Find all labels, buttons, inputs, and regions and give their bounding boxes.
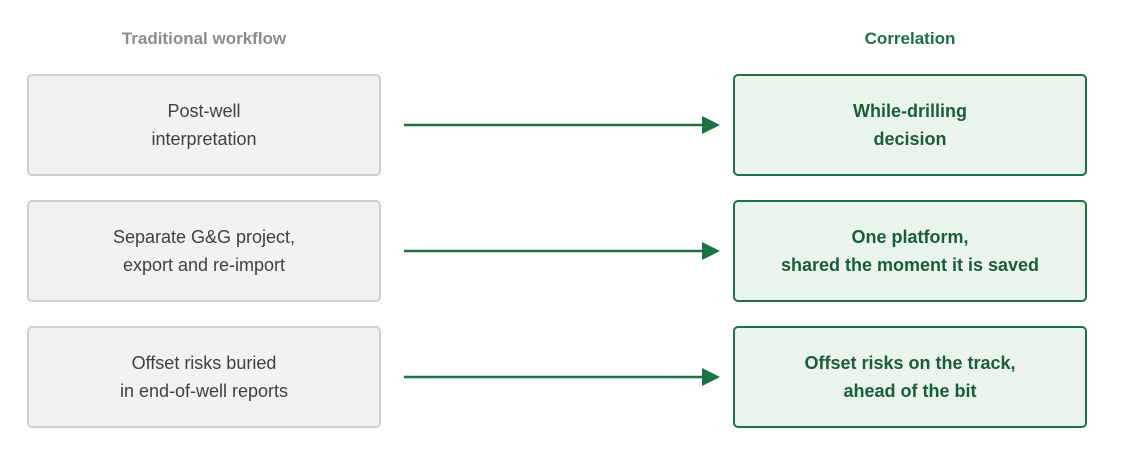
traditional-box-1: Post-well interpretation bbox=[27, 74, 381, 176]
box-line: shared the moment it is saved bbox=[780, 255, 1040, 275]
box-line: Offset risks buried bbox=[131, 353, 277, 373]
traditional-box-2: Separate G&G project, export and re-impo… bbox=[27, 200, 381, 302]
box-line: Offset risks on the track, bbox=[804, 353, 1016, 373]
arrow-1 bbox=[404, 116, 720, 134]
traditional-box-3: Offset risks buried in end-of-well repor… bbox=[27, 326, 381, 428]
arrow-2 bbox=[404, 242, 720, 260]
box-line: Post-well bbox=[167, 101, 241, 121]
correlation-box-2: One platform, shared the moment it is sa… bbox=[733, 200, 1087, 302]
box-line: decision bbox=[873, 129, 947, 149]
box-line: in end-of-well reports bbox=[119, 381, 289, 401]
box-line: interpretation bbox=[151, 129, 257, 149]
correlation-box-1: While-drilling decision bbox=[733, 74, 1087, 176]
box-line: Separate G&G project, bbox=[112, 227, 296, 247]
correlation-box-3: Offset risks on the track, ahead of the … bbox=[733, 326, 1087, 428]
column-header-correlation: Correlation bbox=[864, 29, 956, 48]
box-line: While-drilling bbox=[853, 101, 967, 121]
box-line: export and re-import bbox=[122, 255, 286, 275]
column-header-traditional: Traditional workflow bbox=[121, 29, 287, 48]
box-line: ahead of the bit bbox=[843, 381, 977, 401]
arrow-3 bbox=[404, 368, 720, 386]
box-line: One platform, bbox=[851, 227, 969, 247]
